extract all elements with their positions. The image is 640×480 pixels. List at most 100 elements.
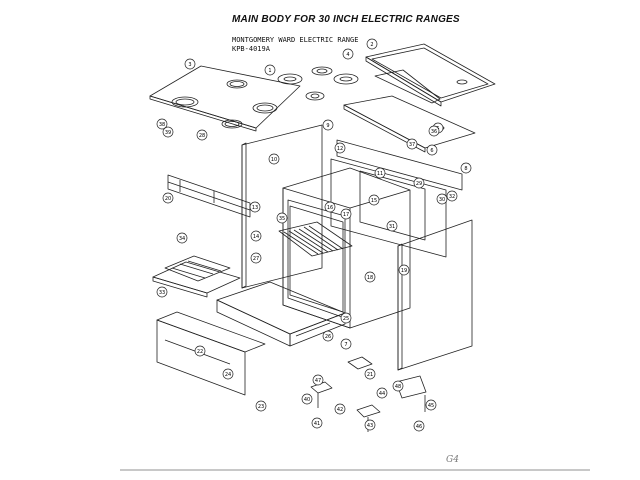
right-side-panel: [397, 219, 473, 371]
broiler-pan: [152, 255, 241, 298]
callout-42: 42: [334, 403, 346, 415]
callout-number: 13: [252, 205, 258, 211]
callout-circle: [376, 387, 388, 399]
callout-6: 6: [426, 144, 438, 156]
callout-29: 29: [413, 177, 425, 189]
callout-circle: [162, 126, 174, 138]
callout-circle: [406, 138, 418, 150]
callout-21: 21: [364, 368, 376, 380]
callout-circle: [428, 125, 440, 137]
left-side-panel: [241, 124, 323, 289]
callout-number: 15: [371, 198, 377, 204]
diagram-title: MAIN BODY FOR 30 INCH ELECTRIC RANGES: [232, 14, 460, 25]
callout-28: 28: [196, 129, 208, 141]
callout-number: 8: [464, 166, 467, 172]
corner-handwritten-mark: G4: [446, 455, 459, 465]
callout-number: 38: [159, 122, 165, 128]
callout-number: 16: [327, 205, 333, 211]
callout-number: 42: [337, 407, 343, 413]
callout-30: 30: [436, 193, 448, 205]
callout-circle: [426, 144, 438, 156]
callout-circle: [413, 177, 425, 189]
callout-circle: [334, 403, 346, 415]
callout-15: 15: [368, 194, 380, 206]
callout-circle: [364, 368, 376, 380]
callout-circle: [184, 58, 196, 70]
callout-number: 10: [271, 157, 277, 163]
callout-number: 2: [370, 42, 373, 48]
callout-circle: [311, 417, 323, 429]
callout-number: 22: [197, 349, 203, 355]
callout-number: 23: [258, 404, 264, 410]
callout-number: 21: [367, 372, 373, 378]
callout-10: 10: [268, 153, 280, 165]
callout-circle: [364, 419, 376, 431]
callout-circle: [366, 38, 378, 50]
callout-number: 39: [165, 130, 171, 136]
callout-circle: [368, 194, 380, 206]
callout-41: 41: [311, 417, 323, 429]
callout-12: 12: [334, 142, 346, 154]
callout-number: 29: [416, 181, 422, 187]
callout-number: 36: [431, 129, 437, 135]
callout-circle: [398, 264, 410, 276]
callout-number: 37: [409, 142, 415, 148]
callout-number: 40: [304, 397, 310, 403]
callout-number: 45: [428, 403, 434, 409]
callout-32: 32: [446, 190, 458, 202]
callout-43: 43: [364, 419, 376, 431]
callout-7: 7: [340, 338, 352, 350]
callout-number: 44: [379, 391, 385, 397]
top-backguard-panel: [365, 43, 496, 107]
callout-number: 4: [346, 52, 349, 58]
callout-number: 46: [416, 424, 422, 430]
callout-number: 24: [225, 372, 231, 378]
callout-circle: [460, 162, 472, 174]
callout-number: 28: [199, 133, 205, 139]
callout-circle: [264, 64, 276, 76]
drip-bowls: [277, 66, 359, 101]
callout-3: 3: [184, 58, 196, 70]
callout-45: 45: [425, 399, 437, 411]
callout-circle: [194, 345, 206, 357]
leveling-hardware: [310, 356, 427, 432]
callout-number: 32: [449, 194, 455, 200]
callout-48: 48: [392, 380, 404, 392]
callout-number: 9: [326, 123, 329, 129]
callout-9: 9: [322, 119, 334, 131]
callout-number: 30: [439, 197, 445, 203]
callout-circle: [340, 312, 352, 324]
callout-number: 48: [395, 384, 401, 390]
callout-35: 35: [276, 212, 288, 224]
callout-circle: [386, 220, 398, 232]
callout-circle: [446, 190, 458, 202]
callout-circle: [436, 193, 448, 205]
callout-circle: [250, 230, 262, 242]
callout-circle: [425, 399, 437, 411]
callout-2: 2: [366, 38, 378, 50]
callout-circle: [250, 252, 262, 264]
callout-circle: [249, 201, 261, 213]
callout-circle: [342, 48, 354, 60]
callout-circle: [324, 201, 336, 213]
callout-circle: [162, 192, 174, 204]
callout-47: 47: [312, 374, 324, 386]
callout-37: 37: [406, 138, 418, 150]
callout-number: 31: [389, 224, 395, 230]
callout-circle: [334, 142, 346, 154]
callout-number: 43: [367, 423, 373, 429]
callout-24: 24: [222, 368, 234, 380]
callout-number: 11: [377, 171, 383, 177]
callout-33: 33: [156, 286, 168, 298]
callout-36: 36: [428, 125, 440, 137]
drawer-front-panel: [156, 311, 266, 396]
callout-31: 31: [386, 220, 398, 232]
callout-circle: [196, 129, 208, 141]
callout-number: 18: [367, 275, 373, 281]
callout-circle: [392, 380, 404, 392]
callout-46: 46: [413, 420, 425, 432]
callout-number: 19: [401, 268, 407, 274]
callout-11: 11: [374, 167, 386, 179]
callout-17: 17: [340, 208, 352, 220]
